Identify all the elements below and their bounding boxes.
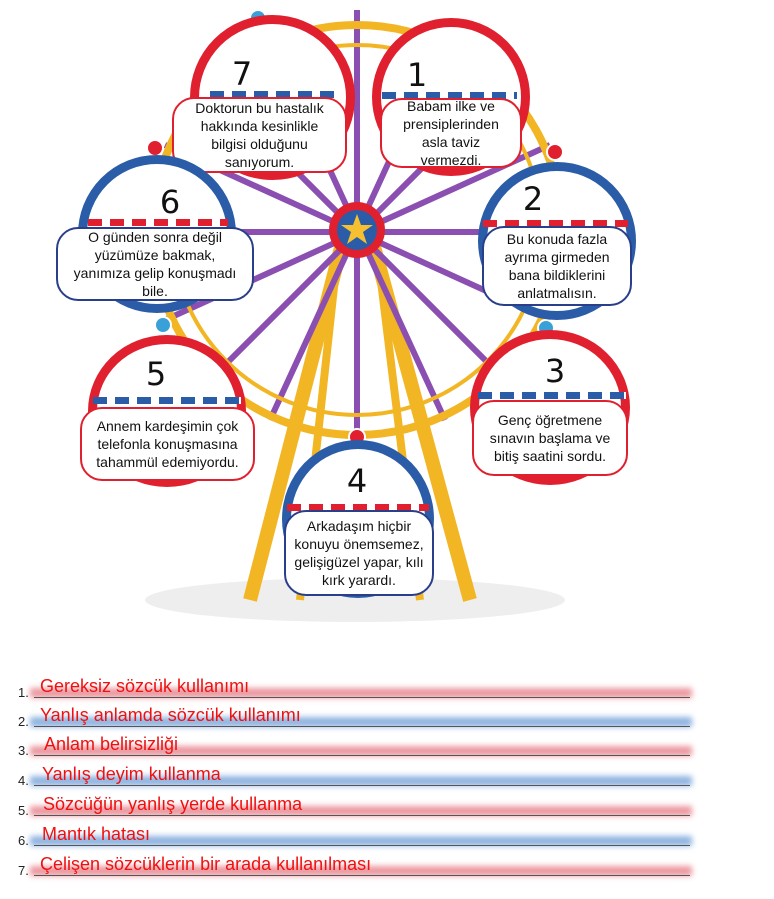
answer-row: 1. Gereksiz sözcük kullanımı	[0, 676, 774, 704]
cabin-number: 5	[145, 355, 167, 393]
answer-index: 5.	[18, 803, 29, 818]
cabin-number: 7	[231, 55, 253, 93]
cabin-sentence: Arkadaşım hiçbir konuyu önemsemez, geliş…	[284, 510, 434, 596]
answer-row: 7. Çelişen sözcüklerin bir arada kullanıl…	[0, 854, 774, 882]
cabin-stripe	[483, 220, 628, 227]
cabin-number: 3	[544, 352, 566, 390]
cabin-number: 1	[406, 56, 428, 94]
answer-row: 5. Sözcüğün yanlış yerde kullanma	[0, 794, 774, 822]
answer-index: 3.	[18, 743, 29, 758]
answer-row: 4. Yanlış deyim kullanma	[0, 764, 774, 792]
answer-row: 6. Mantık hatası	[0, 824, 774, 852]
star-icon	[341, 214, 373, 244]
answer-row: 2. Yanlış anlamda sözcük kullanımı	[0, 705, 774, 733]
cabin-stripe	[287, 504, 429, 511]
answer-text: Yanlış anlamda sözcük kullanımı	[40, 705, 301, 725]
answer-row: 3. Anlam belirsizliği	[0, 734, 774, 762]
answer-index: 1.	[18, 685, 29, 700]
cabin-sentence: Doktorun bu hastalık hakkında kesinlikle…	[172, 97, 347, 173]
answer-text: Çelişen sözcüklerin bir arada kullanılma…	[40, 854, 372, 874]
cabin-sentence: Babam ilke ve prensiplerinden asla taviz…	[380, 98, 522, 168]
answer-text: Anlam belirsizliği	[44, 734, 179, 754]
answer-text: Gereksiz sözcük kullanımı	[40, 676, 250, 696]
cabin-number: 2	[522, 180, 544, 218]
answer-index: 4.	[18, 773, 29, 788]
answer-text: Sözcüğün yanlış yerde kullanma	[43, 794, 303, 814]
answer-index: 6.	[18, 833, 29, 848]
cabin-sentence: Bu konuda fazla ayrıma girmeden bana bil…	[482, 226, 632, 306]
cabin-sentence: Annem kardeşimin çok telefonla konuşması…	[80, 407, 255, 481]
cabin-stripe	[210, 91, 340, 98]
answer-index: 2.	[18, 714, 29, 729]
cabin-number: 6	[159, 183, 181, 221]
cabin-number: 4	[346, 462, 368, 500]
cabin-sentence: Genç öğretmene sınavın başlama ve bitiş …	[472, 400, 628, 476]
answer-text: Mantık hatası	[42, 824, 151, 844]
cabin-stripe	[88, 219, 228, 226]
cabin-stripe	[382, 92, 517, 99]
answer-index: 7.	[18, 863, 29, 878]
cabin-sentence: O günden sonra değil yüzümüze bakmak, ya…	[56, 227, 254, 301]
answer-text: Yanlış deyim kullanma	[42, 764, 221, 784]
cabin-stripe	[93, 397, 241, 404]
cabin-stripe	[478, 392, 626, 399]
